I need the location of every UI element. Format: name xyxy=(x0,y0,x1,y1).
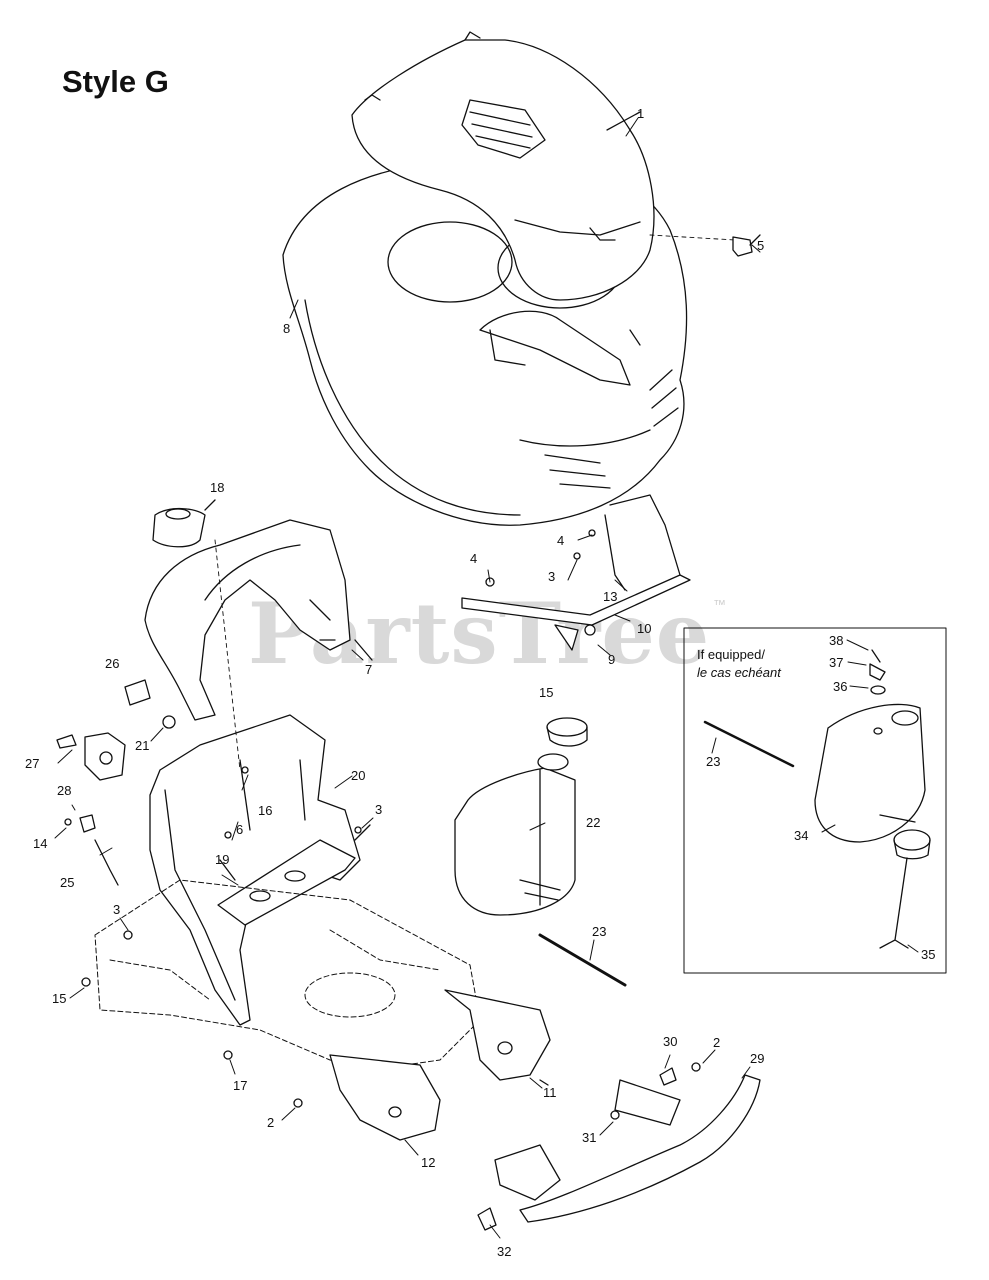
front-bumper-part xyxy=(494,1074,761,1223)
callout-3a: 3 xyxy=(548,569,555,584)
callout-labels: 1 5 8 18 7 4 4 3 13 10 9 26 21 27 28 16 … xyxy=(25,106,935,1259)
hood-bracket-part xyxy=(461,494,691,651)
callout-36: 36 xyxy=(833,679,847,694)
callout-14: 14 xyxy=(33,836,47,851)
callout-1: 1 xyxy=(637,106,644,121)
callout-8: 8 xyxy=(283,321,290,336)
callout-38: 38 xyxy=(829,633,843,648)
callout-11: 11 xyxy=(543,1085,557,1100)
callout-34: 34 xyxy=(794,828,808,843)
callout-6: 6 xyxy=(236,822,243,837)
diagram-title: Style G xyxy=(62,64,169,99)
callout-2b: 2 xyxy=(713,1035,720,1050)
callout-4b: 4 xyxy=(557,533,564,548)
callout-4a: 4 xyxy=(470,551,477,566)
side-bracket-part-12 xyxy=(329,1054,441,1141)
callout-12: 12 xyxy=(421,1155,435,1170)
callout-18: 18 xyxy=(210,480,224,495)
callout-26: 26 xyxy=(105,656,119,671)
callout-21: 21 xyxy=(135,738,149,753)
mounting-plate-part xyxy=(217,839,356,926)
callout-23b: 23 xyxy=(706,754,720,769)
dash-panel-part xyxy=(144,519,373,721)
inset-caption-fr: le cas echéant xyxy=(697,665,781,680)
callout-16: 16 xyxy=(258,803,272,818)
callout-30: 30 xyxy=(663,1034,677,1049)
callout-29: 29 xyxy=(750,1051,764,1066)
grille-cover-part xyxy=(351,31,655,301)
callout-15a: 15 xyxy=(52,991,66,1006)
callout-22: 22 xyxy=(586,815,600,830)
callout-3c: 3 xyxy=(113,902,120,917)
callout-37: 37 xyxy=(829,655,843,670)
callout-23a: 23 xyxy=(592,924,606,939)
small-hardware xyxy=(56,529,701,1231)
callout-5: 5 xyxy=(757,238,764,253)
optional-parts-inset xyxy=(683,627,947,974)
callout-28: 28 xyxy=(57,783,71,798)
callout-9: 9 xyxy=(608,652,615,667)
callout-31: 31 xyxy=(582,1130,596,1145)
callout-2a: 2 xyxy=(267,1115,274,1130)
dash-knob-part xyxy=(152,499,216,548)
callout-15b: 15 xyxy=(539,685,553,700)
callout-25: 25 xyxy=(60,875,74,890)
callout-20: 20 xyxy=(351,768,365,783)
callout-19: 19 xyxy=(215,852,229,867)
callout-35: 35 xyxy=(921,947,935,962)
callout-3b: 3 xyxy=(375,802,382,817)
callout-17: 17 xyxy=(233,1078,247,1093)
callout-32: 32 xyxy=(497,1244,511,1259)
inset-caption: If equipped/ le cas echéant xyxy=(697,646,781,682)
callout-7: 7 xyxy=(365,662,372,677)
side-bracket-part-11 xyxy=(444,989,551,1086)
chassis-frame xyxy=(94,879,481,1071)
callout-27: 27 xyxy=(25,756,39,771)
inset-caption-en: If equipped/ xyxy=(697,647,765,662)
callout-13: 13 xyxy=(603,589,617,604)
screw-part-5 xyxy=(649,234,761,257)
fuel-tank-part xyxy=(454,753,576,916)
callout-leaders xyxy=(54,117,919,1239)
fuel-cap-part xyxy=(546,717,588,747)
callout-10: 10 xyxy=(637,621,651,636)
fuel-line-part xyxy=(538,933,627,987)
watermark-trademark: ™ xyxy=(713,597,726,612)
